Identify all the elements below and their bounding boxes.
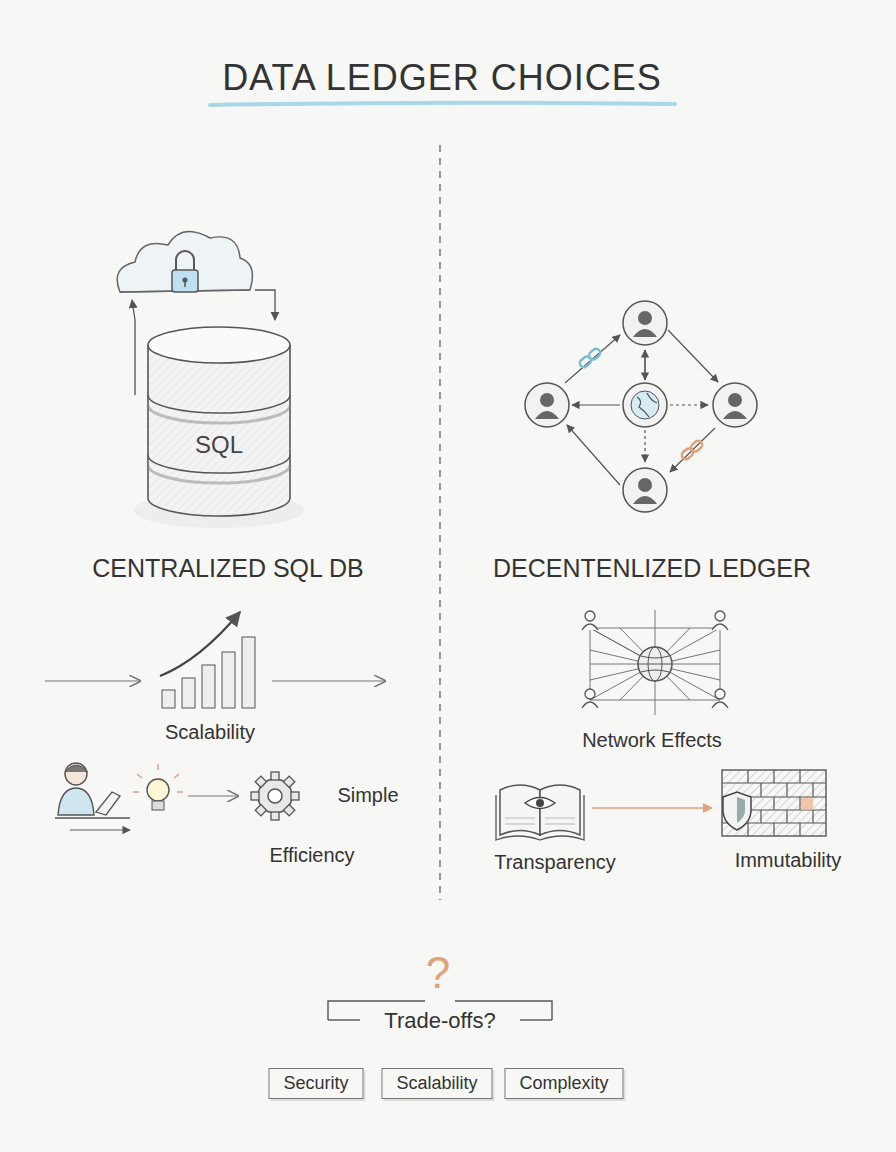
feature-label: Efficiency: [269, 844, 354, 867]
section-heading: CENTRALIZED SQL DB: [92, 554, 363, 583]
feature-label: Transparency: [494, 851, 616, 874]
node-text: Scalability: [396, 1073, 477, 1093]
question-mark: ?: [426, 948, 450, 999]
database-cylinder: SQL: [148, 425, 290, 465]
feature-label: Immutability: [735, 849, 842, 872]
tradeoff-box: Complexity: [505, 1068, 624, 1099]
feature-label: Simple: [337, 784, 398, 807]
tradeoff-box: Scalability: [381, 1068, 492, 1099]
tradeoff-label: Trade-offs?: [384, 1008, 495, 1033]
node-text: SQL: [195, 431, 243, 459]
section-heading: DECENTENLIZED LEDGER: [493, 554, 811, 583]
node-text: Complexity: [520, 1073, 609, 1093]
tradeoff-box: Security: [268, 1068, 363, 1099]
title: DATA LEDGER CHOICES: [222, 57, 662, 98]
feature-label: Network Effects: [582, 729, 722, 752]
feature-label: Scalability: [165, 721, 255, 744]
node-text: Security: [283, 1073, 348, 1093]
